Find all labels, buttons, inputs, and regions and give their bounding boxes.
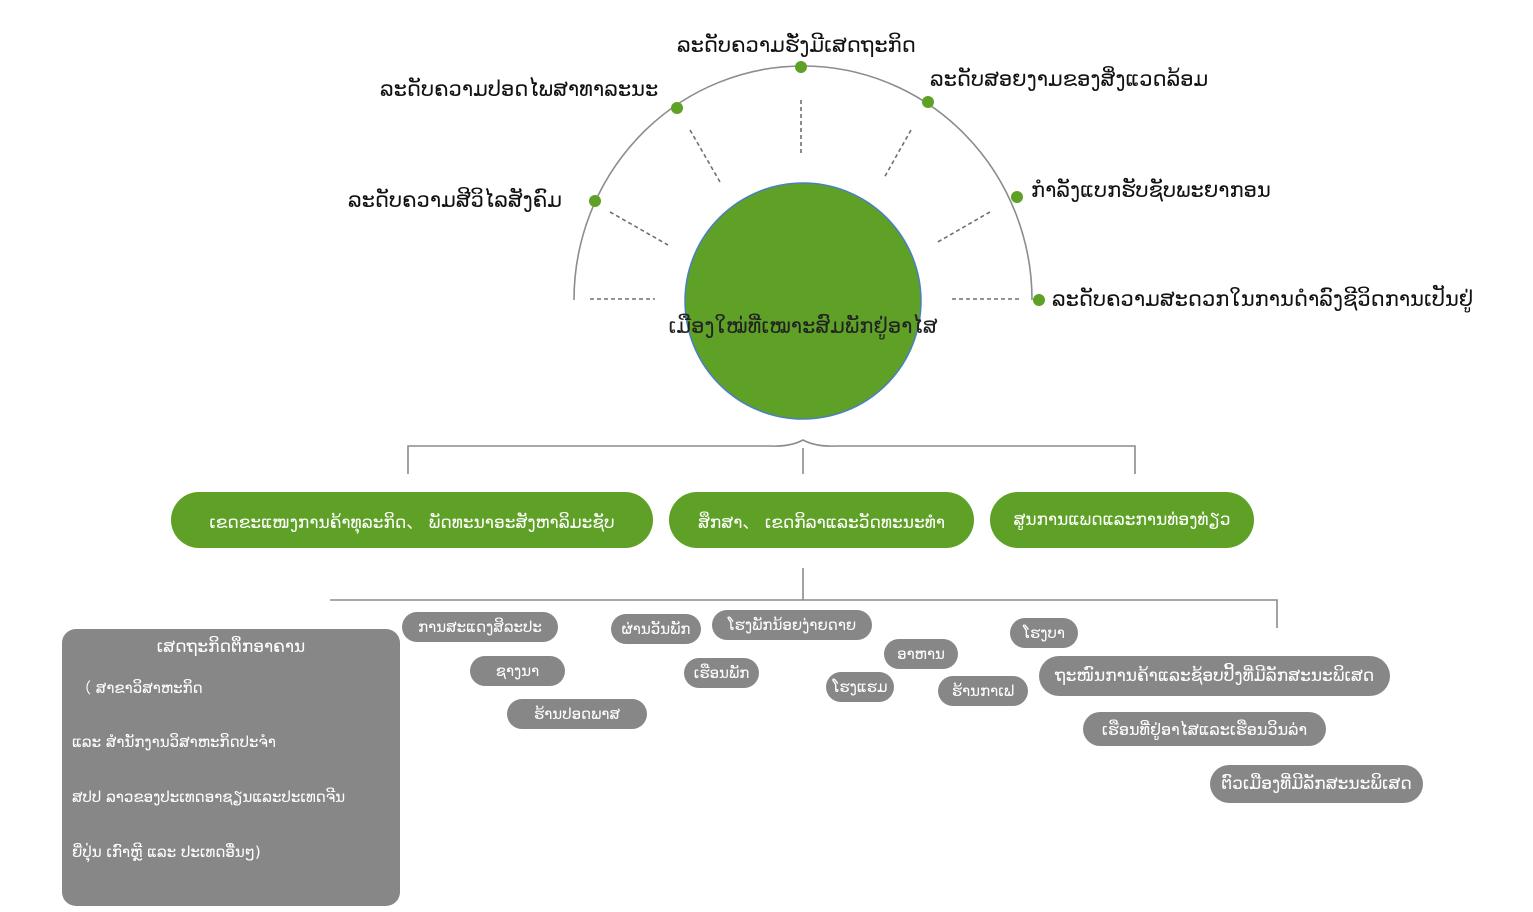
- category-bracket: [407, 439, 1136, 474]
- pill-shopping-street: ຖະໜົນການຄ້າແລະຊ້ອບປິ້ງທີ່ມີລັກສະນະພິເສດ: [1039, 656, 1390, 696]
- category-medical-tourism: ສູນການແພດແລະການທ່ອງທ່ຽວ: [990, 492, 1254, 548]
- center-circle: [684, 182, 922, 420]
- panel-line: ແລະ ສຳນັກງານວິສາຫະກິດປະຈຳ: [72, 733, 276, 751]
- pill-food: ອາຫານ: [884, 639, 958, 669]
- panel-title: ເສດຖະກິດຕຶກອາຄານ: [156, 637, 306, 657]
- arc-label-resource-capacity: ກຳລັງແບກຮັບຊັບພະຍາກອນ: [1031, 178, 1271, 202]
- pill-zhangna: ຊາງນາ: [470, 656, 565, 686]
- items-bracket: [330, 568, 1278, 628]
- center-label: ເມືອງໃໝ່ທີ່ເໝາະສົມພັກຢູ່ອາໄສ: [668, 314, 938, 338]
- pill-cafe: ຮ້ານກາເຟ: [938, 676, 1028, 706]
- arc-label-public-safety: ລະດັບຄວາມປອດໄພສາທາລະນະ: [380, 77, 659, 101]
- pill-small-hostel: ໂຮງພັກນ້ອຍງ່າຍດາຍ: [712, 610, 872, 640]
- arc-label-living-convenience: ລະດັບຄວາມສະດວກໃນການດຳລົງຊີວິດການເປັນຢູ່: [1052, 287, 1474, 311]
- pill-hotel: ໂຮງແຮມ: [826, 672, 894, 702]
- arc-label-social-civility: ລະດັບຄວາມສີວິໄລສັງຄົມ: [348, 188, 562, 212]
- spokes: [590, 100, 1022, 300]
- panel-line: （ ສາຂາວິສາຫະກິດ: [76, 679, 203, 697]
- pill-bar: ໂຮງບາ: [1010, 618, 1078, 648]
- panel-line: ສປປ ລາວຂອງປະເທດອາຊຽນແລະປະເທດຈີນ: [72, 788, 346, 806]
- pill-special-town: ຕົວເມືອງທີ່ມີລັກສະນະພິເສດ: [1210, 765, 1423, 803]
- arc-label-economic-prosperity: ລະດັບຄວາມຮັ່ງມີເສດຖະກິດ: [677, 33, 916, 57]
- arc-dots: [589, 61, 1045, 306]
- pill-guesthouse: ເຮືອນພັກ: [684, 658, 759, 688]
- pill-holiday: ຜ່ານວັນພັກ: [611, 614, 701, 644]
- pill-duty-free-shop: ຮ້ານປອດພາສ: [507, 699, 647, 729]
- arc-label-environment-beauty: ລະດັບສອຍງາມຂອງສິ່ງແວດລ້ອມ: [930, 67, 1209, 91]
- category-business-real-estate: ເຂດຂະແໜງການຄ້າທຸລະກິດ、 ພັດທະນາອະສັງຫາລິມ…: [171, 492, 653, 548]
- pill-art-performance: ການສະແດງສິລະປະ: [402, 612, 558, 642]
- pill-residence-villa: ເຮືອນທີ່ຢູ່ອາໄສແລະເຮືອນວິນລ່າ: [1083, 712, 1326, 746]
- category-education-sports-culture: ສຶກສາ、 ເຂດກິລາແລະວັດທະນະທຳ: [669, 492, 974, 548]
- panel-line: ຍີ່ປຸ່ນ ເກົາຫຼີ ແລະ ປະເທດອື່ນໆ): [72, 843, 261, 861]
- building-economy-panel: ເສດຖະກິດຕຶກອາຄານ （ ສາຂາວິສາຫະກິດ ແລະ ສຳນ…: [62, 629, 400, 906]
